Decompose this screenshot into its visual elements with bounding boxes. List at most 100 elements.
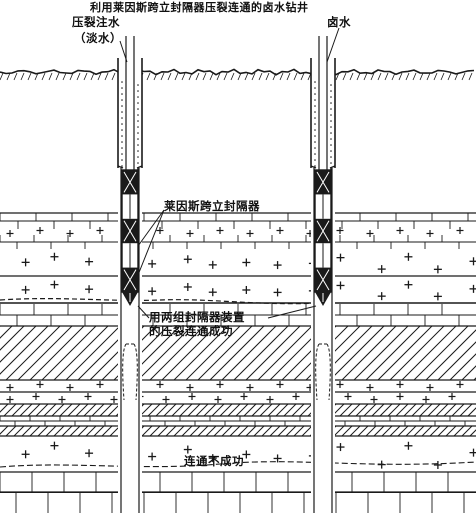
hatch-line bbox=[461, 425, 473, 437]
cement-dot bbox=[137, 126, 139, 128]
hatch-line bbox=[377, 325, 433, 381]
ground-hatch bbox=[251, 72, 256, 81]
hatch-line bbox=[257, 325, 313, 381]
hatch-line bbox=[371, 403, 385, 417]
hatch-line bbox=[149, 425, 161, 437]
hatch-line bbox=[401, 325, 457, 381]
hatch-line bbox=[27, 403, 41, 417]
hatch-line bbox=[0, 403, 9, 413]
hatch-line bbox=[291, 403, 305, 417]
hatch-line bbox=[283, 403, 297, 417]
hatch-line bbox=[173, 325, 229, 381]
ground-hatch bbox=[6, 72, 11, 81]
cement-dot bbox=[137, 132, 139, 134]
ground-hatch bbox=[405, 72, 410, 81]
cement-dot bbox=[121, 147, 123, 149]
brick-layer bbox=[0, 235, 476, 249]
ground-hatch bbox=[202, 72, 207, 81]
salt-thin-layer bbox=[6, 381, 464, 391]
hatch-line bbox=[29, 425, 41, 437]
packer-groove bbox=[123, 220, 137, 242]
ground-hatch bbox=[83, 72, 88, 81]
hatch-line bbox=[53, 425, 65, 437]
hatch-line bbox=[253, 425, 265, 437]
ground-hatch bbox=[300, 72, 305, 81]
ground-hatch bbox=[286, 72, 291, 81]
hatched-layer bbox=[0, 325, 476, 381]
packer-groove bbox=[123, 171, 137, 193]
hatch-line bbox=[155, 403, 169, 417]
hatch-line bbox=[35, 403, 49, 417]
hatch-line bbox=[29, 325, 85, 381]
hatch-line bbox=[0, 325, 25, 351]
left-well bbox=[117, 36, 143, 513]
cement-dot bbox=[314, 99, 316, 101]
hatch-line bbox=[301, 425, 313, 437]
cement-dot bbox=[137, 90, 139, 92]
hatch-line bbox=[387, 403, 401, 417]
hatch-line bbox=[453, 425, 465, 437]
hatch-line bbox=[443, 403, 457, 417]
success-sublabel: 的压裂连通成功 bbox=[149, 324, 233, 338]
ground-hatch bbox=[41, 72, 46, 81]
ground-hatch bbox=[419, 72, 424, 81]
ground-hatch bbox=[104, 72, 109, 81]
hatch-line bbox=[437, 341, 476, 381]
cement-dot bbox=[137, 144, 139, 146]
ground-hatch bbox=[223, 72, 228, 81]
hatch-line bbox=[19, 403, 33, 417]
packer-groove bbox=[316, 171, 330, 193]
hatch-line bbox=[205, 425, 217, 437]
cement-dot bbox=[121, 117, 123, 119]
ground-hatch bbox=[181, 72, 186, 81]
cement-dot bbox=[314, 129, 316, 131]
hatch-line bbox=[3, 403, 17, 417]
salt-thin-layer bbox=[6, 227, 464, 237]
hatch-line bbox=[185, 325, 241, 381]
brick-layer bbox=[0, 416, 476, 426]
hatch-line bbox=[245, 425, 257, 437]
hatch-line bbox=[197, 425, 209, 437]
cement-dot bbox=[121, 123, 123, 125]
leader-right-well bbox=[326, 27, 340, 63]
leader-lines bbox=[119, 27, 340, 319]
hatch-line bbox=[41, 325, 97, 381]
cement-dot bbox=[314, 153, 316, 155]
hatch-line bbox=[37, 425, 49, 437]
cement-dot bbox=[314, 147, 316, 149]
hatch-line bbox=[43, 403, 57, 417]
cement-dot bbox=[314, 105, 316, 107]
hatch-line bbox=[245, 325, 301, 381]
hatch-line bbox=[157, 425, 169, 437]
hatch-line bbox=[141, 425, 153, 437]
hatch-line bbox=[189, 425, 201, 437]
cement-dot bbox=[314, 87, 316, 89]
hatch-line bbox=[91, 403, 105, 417]
cement-dot bbox=[330, 132, 332, 134]
ground-hatch bbox=[13, 72, 18, 81]
packer-groove bbox=[316, 269, 330, 291]
ground-surface bbox=[0, 68, 475, 76]
hatch-line bbox=[233, 325, 289, 381]
hatch-line bbox=[171, 403, 185, 417]
ground-hatch bbox=[174, 72, 179, 81]
hatch-line bbox=[413, 425, 425, 437]
ground-hatch bbox=[335, 72, 340, 81]
hatch-line bbox=[459, 403, 473, 417]
hatch-line bbox=[469, 429, 476, 437]
cement-dot bbox=[121, 93, 123, 95]
cement-dot bbox=[330, 96, 332, 98]
hatch-line bbox=[67, 403, 81, 417]
hatch-line bbox=[17, 325, 73, 381]
hatch-line bbox=[227, 403, 241, 417]
hatch-line bbox=[165, 425, 177, 437]
hatched-thin-layer bbox=[0, 403, 476, 417]
cement-dot bbox=[137, 96, 139, 98]
ground-hatch bbox=[62, 72, 67, 81]
failure-label: 连通不成功 bbox=[184, 454, 244, 468]
ground-hatch bbox=[447, 72, 452, 81]
rock-layers bbox=[0, 68, 476, 513]
hatch-line bbox=[425, 329, 476, 381]
hatch-line bbox=[0, 425, 9, 435]
hatch-line bbox=[285, 425, 297, 437]
